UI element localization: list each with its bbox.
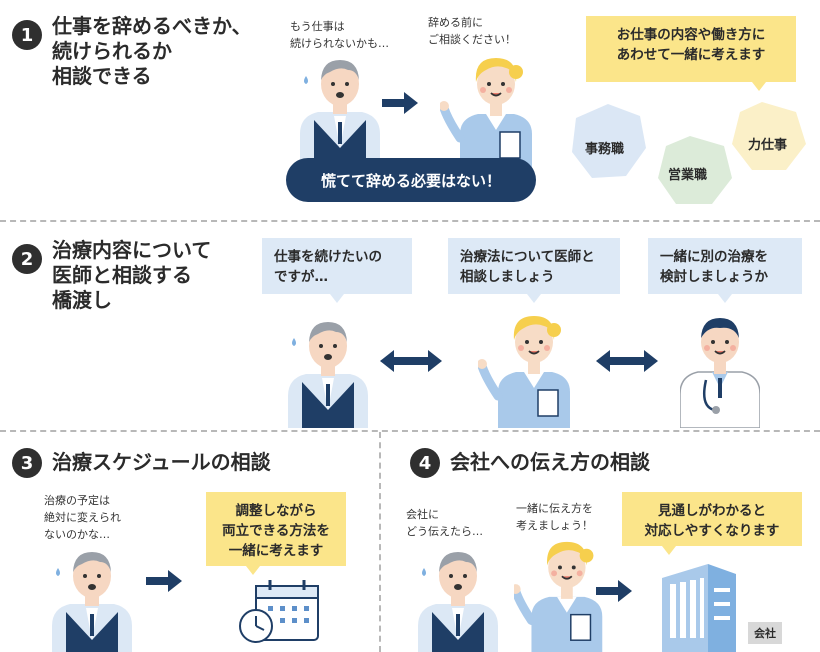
two-way-arrow-icon xyxy=(380,350,442,372)
staff-speech-1: 辞める前に ご相談ください！ xyxy=(428,16,516,46)
right-arrow-icon xyxy=(596,580,632,602)
work-style-bubble: お仕事の内容や働き方に あわせて一緒に考えます xyxy=(586,16,796,91)
man-thought-4: 会社に どう伝えたら… xyxy=(406,508,483,538)
consultant-bubble: 治療法について医師と 相談しましょう xyxy=(448,238,620,303)
man-thought-3: 治療の予定は 絶対に変えられ ないのかな… xyxy=(44,494,121,541)
consultant-illustration xyxy=(440,50,536,170)
right-arrow-icon xyxy=(382,92,418,114)
doctor-illustration xyxy=(680,318,760,428)
company-building-icon xyxy=(662,564,736,652)
job-sales-label: 営業職 xyxy=(668,168,708,183)
step-number-3: 3 xyxy=(12,448,42,478)
patient-illustration xyxy=(288,322,368,428)
man-thought-1: もう仕事は 続けられないかも… xyxy=(290,20,389,50)
step-number-2: 2 xyxy=(12,244,42,274)
patient-bubble: 仕事を続けたいの ですが… xyxy=(262,238,412,303)
right-arrow-icon xyxy=(146,570,182,592)
section-divider-vertical xyxy=(379,432,381,652)
two-way-arrow-icon xyxy=(596,350,658,372)
section-4-heading: 会社への伝え方の相談 xyxy=(450,450,650,474)
hexagon-office-work xyxy=(572,104,646,178)
hexagon-physical-labor xyxy=(732,102,806,170)
worried-man-illustration xyxy=(300,60,380,166)
job-office-label: 事務職 xyxy=(585,142,625,157)
step-number-1: 1 xyxy=(12,20,42,50)
outlook-bubble: 見通しがわかると 対応しやすくなります xyxy=(622,492,802,555)
job-type-hexagons xyxy=(572,102,806,204)
no-need-to-quit-banner: 慌てて辞める必要はない！ xyxy=(286,158,536,202)
step-number-4: 4 xyxy=(410,448,440,478)
doctor-bubble: 一緒に別の治療を 検討しましょうか xyxy=(648,238,802,303)
staff-speech-4: 一緒に伝え方を 考えましょう！ xyxy=(516,502,593,532)
company-label: 会社 xyxy=(748,622,782,644)
schedule-bubble: 調整しながら 両立できる方法を 一緒に考えます xyxy=(206,492,346,575)
section-divider-2 xyxy=(0,430,820,432)
consultant-illustration-4 xyxy=(514,534,604,652)
worried-man-illustration-4 xyxy=(418,552,498,652)
section-2-heading: 治療内容について 医師と相談する 橋渡し xyxy=(52,238,212,312)
calendar-icon xyxy=(239,580,319,643)
job-physical-label: 力仕事 xyxy=(748,138,788,153)
hexagon-sales xyxy=(658,136,732,204)
worried-man-illustration-3 xyxy=(52,552,132,652)
section-3-heading: 治療スケジュールの相談 xyxy=(52,450,271,474)
section-1-heading: 仕事を辞めるべきか、 続けられるか 相談できる xyxy=(52,14,252,88)
consultant-illustration-2 xyxy=(478,308,574,428)
section-divider-1 xyxy=(0,220,820,222)
